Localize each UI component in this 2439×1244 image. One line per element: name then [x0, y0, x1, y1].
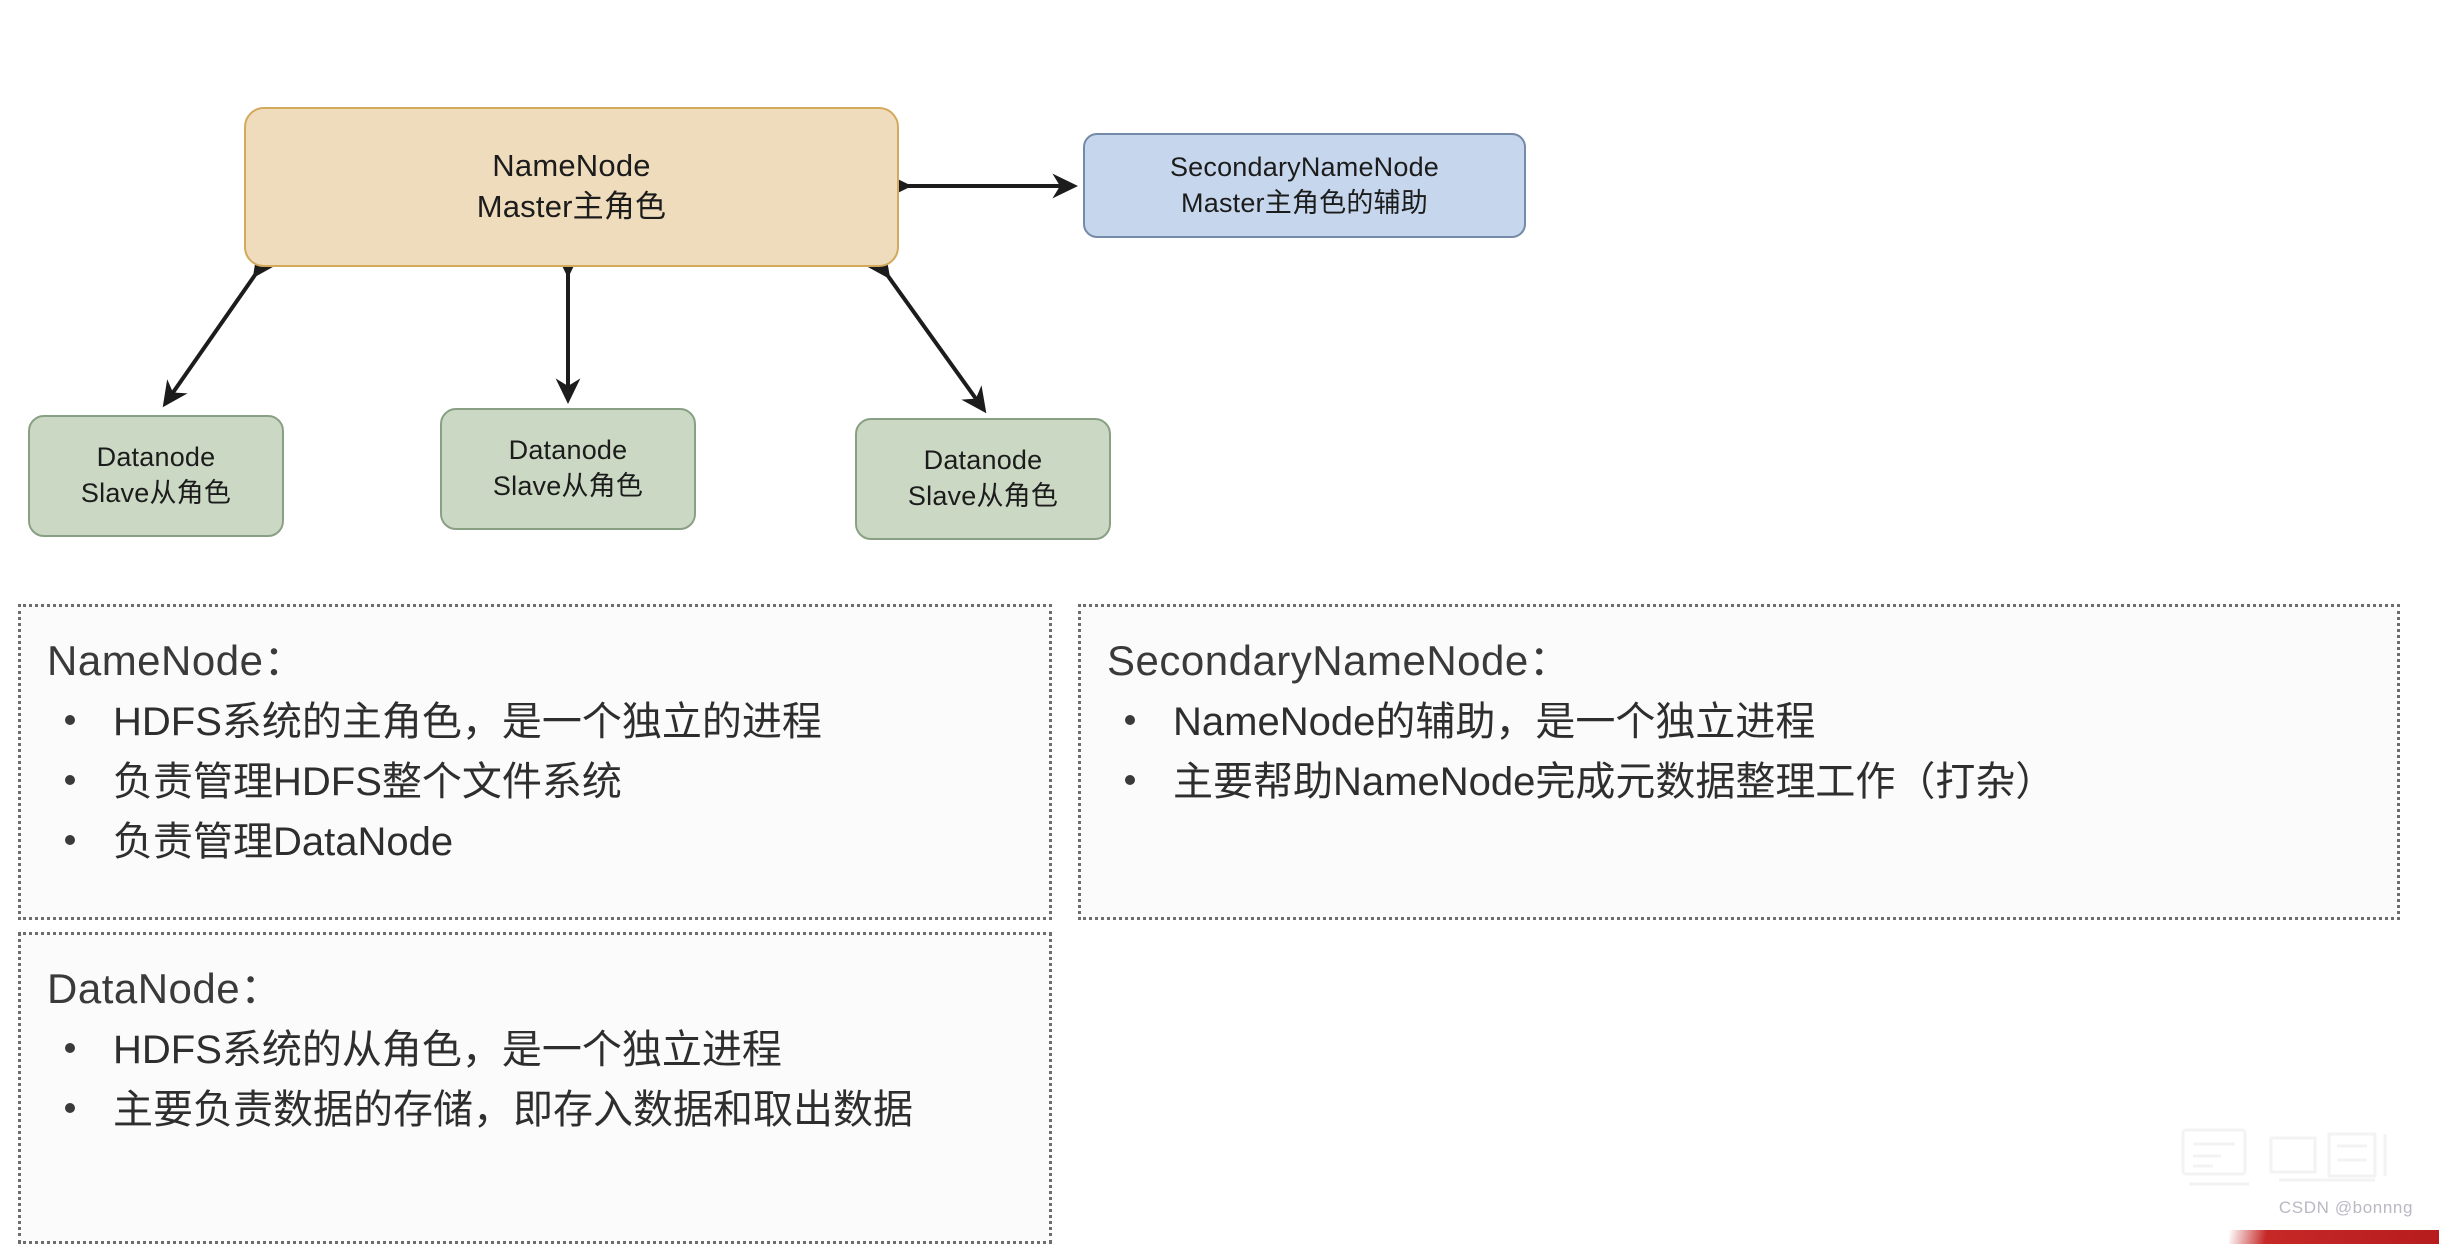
- node-namenode-subtitle: Master主角色: [476, 189, 667, 224]
- node-datanode-2[interactable]: Datanode Slave从角色: [440, 408, 696, 530]
- list-item-text: NameNode的辅助，是一个独立进程: [1173, 700, 1816, 744]
- list-item-text: 负责管理HDFS整个文件系统: [113, 760, 622, 805]
- node-datanode-1[interactable]: Datanode Slave从角色: [28, 415, 284, 537]
- node-datanode-3[interactable]: Datanode Slave从角色: [855, 418, 1111, 540]
- panel-datanode-list: HDFS系统的从角色，是一个独立进程 主要负责数据的存储，即存入数据和取出数据: [47, 1025, 1023, 1136]
- connection-arrows: SecondaryNameNode --> Datanode 1 (down-l…: [162, 173, 1078, 414]
- bullet-icon: [1125, 714, 1135, 725]
- list-item: HDFS系统的主角色，是一个独立的进程: [47, 697, 1023, 748]
- panel-secondary-namenode-list: NameNode的辅助，是一个独立进程 主要帮助NameNode完成元数据整理工…: [1107, 697, 2371, 808]
- node-secondary-namenode[interactable]: SecondaryNameNode Master主角色的辅助: [1083, 133, 1526, 238]
- bullet-icon: [65, 774, 75, 785]
- csdn-logo-watermark-icon: [2181, 1128, 2387, 1186]
- node-datanode-3-subtitle: Slave从角色: [907, 481, 1059, 511]
- list-item: 负责管理DataNode: [47, 817, 1023, 868]
- arrow-namenode-datanode3: [865, 251, 987, 414]
- bullet-icon: [65, 834, 75, 845]
- node-datanode-1-title: Datanode: [96, 442, 216, 473]
- red-accent-bar: [2229, 1230, 2439, 1244]
- panel-namenode-title: NameNode：: [47, 637, 306, 684]
- list-item: 负责管理HDFS整个文件系统: [47, 757, 1023, 808]
- node-datanode-1-subtitle: Slave从角色: [80, 478, 232, 508]
- node-datanode-3-title: Datanode: [923, 445, 1043, 476]
- node-datanode-2-subtitle: Slave从角色: [492, 471, 644, 501]
- panel-secondary-namenode-title: SecondaryNameNode：: [1107, 637, 1572, 684]
- node-secondary-namenode-title: SecondaryNameNode: [1169, 151, 1440, 182]
- bullet-icon: [65, 1102, 75, 1113]
- list-item: 主要帮助NameNode完成元数据整理工作（打杂）: [1107, 757, 2371, 808]
- list-item-text: 负责管理DataNode: [113, 820, 454, 865]
- list-item: 主要负责数据的存储，即存入数据和取出数据: [47, 1085, 1023, 1136]
- arrow-namenode-datanode1: [162, 250, 278, 408]
- hdfs-architecture-diagram: SecondaryNameNode --> Datanode 1 (down-l…: [0, 0, 2439, 595]
- list-item-text: HDFS系统的从角色，是一个独立进程: [113, 1028, 782, 1072]
- node-datanode-2-title: Datanode: [508, 435, 628, 466]
- panel-namenode: NameNode： HDFS系统的主角色，是一个独立的进程 负责管理HDFS整个…: [18, 604, 1052, 920]
- list-item-text: 主要帮助NameNode完成元数据整理工作（打杂）: [1173, 760, 2056, 805]
- panel-namenode-list: HDFS系统的主角色，是一个独立的进程 负责管理HDFS整个文件系统 负责管理D…: [47, 697, 1023, 869]
- list-item-text: HDFS系统的主角色，是一个独立的进程: [113, 700, 822, 744]
- bullet-icon: [1125, 774, 1135, 785]
- panel-datanode: DataNode： HDFS系统的从角色，是一个独立进程 主要负责数据的存储，即…: [18, 932, 1052, 1244]
- node-namenode-title: NameNode: [492, 148, 651, 184]
- list-item: HDFS系统的从角色，是一个独立进程: [47, 1025, 1023, 1076]
- bullet-icon: [65, 714, 75, 725]
- panel-datanode-title: DataNode：: [47, 965, 283, 1012]
- list-item-text: 主要负责数据的存储，即存入数据和取出数据: [113, 1088, 913, 1133]
- panel-secondary-namenode: SecondaryNameNode： NameNode的辅助，是一个独立进程 主…: [1078, 604, 2400, 920]
- csdn-watermark-text: CSDN @bonnng: [2278, 1198, 2413, 1217]
- bullet-icon: [65, 1042, 75, 1053]
- node-namenode[interactable]: NameNode Master主角色: [244, 107, 899, 267]
- list-item: NameNode的辅助，是一个独立进程: [1107, 697, 2371, 748]
- node-secondary-namenode-subtitle: Master主角色的辅助: [1181, 187, 1428, 218]
